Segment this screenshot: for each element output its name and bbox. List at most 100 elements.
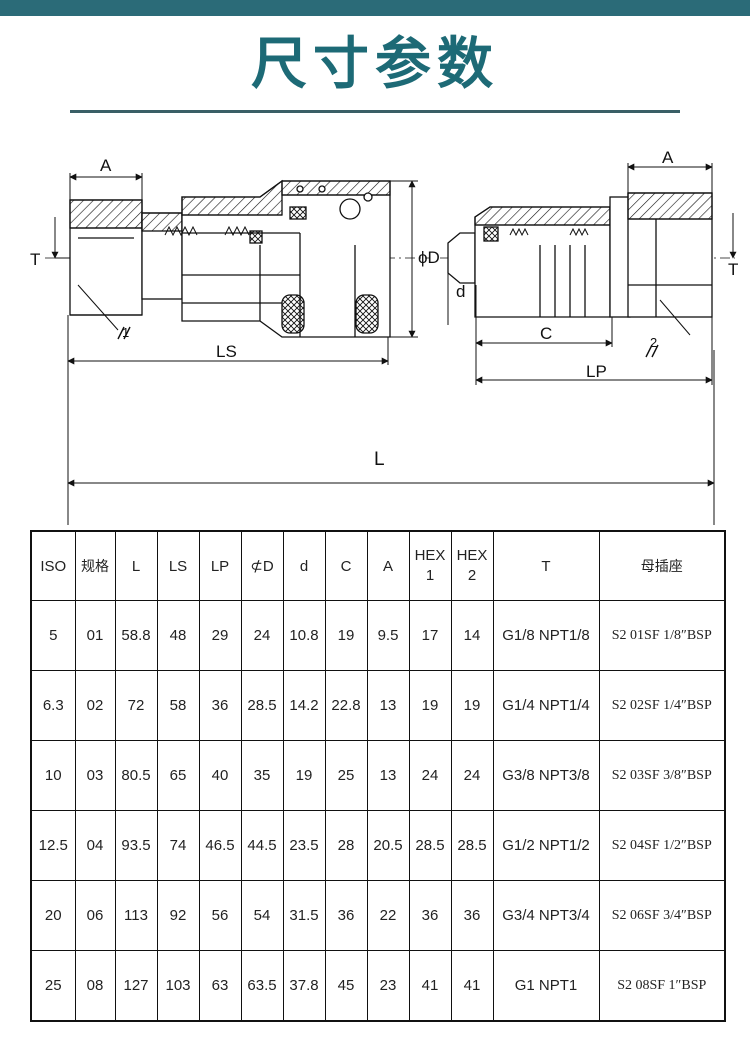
table-header-part: HEX [456, 547, 488, 564]
table-cell: S2 03SF 3/8″BSP [598, 740, 726, 811]
table-cell: G3/4 NPT3/4 [492, 880, 600, 951]
table-cell: 02 [74, 670, 116, 741]
table-cell: 31.5 [282, 880, 326, 951]
plug-drawing [440, 192, 735, 336]
table-cell: 20 [30, 880, 76, 951]
table-cell: S2 04SF 1/2″BSP [598, 810, 726, 881]
table-cell: 28 [324, 810, 368, 881]
table-cell: 63 [198, 950, 242, 1022]
table-header-cell: T [492, 530, 600, 601]
table-cell: S2 02SF 1/4″BSP [598, 670, 726, 741]
plug-hex-label: 2 [650, 335, 657, 350]
table-cell: 08 [74, 950, 116, 1022]
socket-drawing [45, 179, 430, 338]
table-cell: 13 [366, 740, 410, 811]
table-cell: G1 NPT1 [492, 950, 600, 1022]
table-cell: 37.8 [282, 950, 326, 1022]
table-cell: 35 [240, 740, 284, 811]
coupling-drawing: A T LS ϕD 1 [0, 125, 750, 525]
table-cell: 44.5 [240, 810, 284, 881]
table-cell: 45 [324, 950, 368, 1022]
table-header-cell: LS [156, 530, 200, 601]
table-cell: 22.8 [324, 670, 368, 741]
table-cell: 12.5 [30, 810, 76, 881]
coupling-drawing-svg: A T LS ϕD 1 [30, 148, 738, 525]
plug-dim-c-label: C [540, 324, 552, 343]
page-title: 尺寸参数 [251, 32, 499, 97]
table-cell: 63.5 [240, 950, 284, 1022]
table-cell: 40 [198, 740, 242, 811]
table-cell: 41 [450, 950, 494, 1022]
table-cell: 48 [156, 600, 200, 671]
table-cell: 65 [156, 740, 200, 811]
table-cell: 25 [324, 740, 368, 811]
table-header-cell: ⊄D [240, 530, 284, 601]
table-cell: 24 [450, 740, 494, 811]
table-cell: G1/4 NPT1/4 [492, 670, 600, 741]
table-cell: 20.5 [366, 810, 410, 881]
table-cell: 24 [408, 740, 452, 811]
table-header-part: 2 [467, 567, 477, 584]
plug-dim-lp-label: LP [586, 362, 607, 381]
plug-dim-t-label: T [728, 260, 738, 279]
table-cell: G1/8 NPT1/8 [492, 600, 600, 671]
table-header-cell: ISO [30, 530, 76, 601]
table-cell: 9.5 [366, 600, 410, 671]
table-cell: 127 [114, 950, 158, 1022]
table-cell: 03 [74, 740, 116, 811]
table-header-cell: LP [198, 530, 242, 601]
table-header-cell: HEX 1 [408, 530, 452, 601]
table-cell: G1/2 NPT1/2 [492, 810, 600, 881]
table-cell: 36 [450, 880, 494, 951]
table-cell: 103 [156, 950, 200, 1022]
table-cell: 17 [408, 600, 452, 671]
socket-dimensions [51, 173, 418, 525]
table-cell: 92 [156, 880, 200, 951]
table-cell: 28.5 [450, 810, 494, 881]
title-underline [70, 110, 680, 113]
table-cell: 19 [282, 740, 326, 811]
socket-dim-ls-label: LS [216, 342, 237, 361]
socket-hex-mark-icon [117, 326, 131, 340]
table-cell: 28.5 [408, 810, 452, 881]
socket-dim-d-label: ϕD [418, 248, 440, 267]
table-cell: 23.5 [282, 810, 326, 881]
table-cell: 80.5 [114, 740, 158, 811]
table-cell: S2 08SF 1″BSP [598, 950, 726, 1022]
socket-hex-label: 1 [122, 325, 129, 340]
table-cell: S2 06SF 3/4″BSP [598, 880, 726, 951]
table-cell: 22 [366, 880, 410, 951]
table-header-cell: 母插座 [598, 530, 726, 601]
table-cell: 14 [450, 600, 494, 671]
table-cell: 10.8 [282, 600, 326, 671]
table-header-cell: C [324, 530, 368, 601]
table-cell: 74 [156, 810, 200, 881]
table-header-cell: d [282, 530, 326, 601]
table-cell: 36 [198, 670, 242, 741]
table-cell: 5 [30, 600, 76, 671]
table-cell: 04 [74, 810, 116, 881]
table-cell: 113 [114, 880, 158, 951]
top-color-bar [0, 0, 750, 16]
table-cell: 24 [240, 600, 284, 671]
table-cell: 19 [324, 600, 368, 671]
overall-dimension [67, 350, 715, 525]
table-cell: 25 [30, 950, 76, 1022]
table-cell: 6.3 [30, 670, 76, 741]
table-cell: 41 [408, 950, 452, 1022]
table-cell: 10 [30, 740, 76, 811]
table-cell: G3/8 NPT3/8 [492, 740, 600, 811]
plug-dim-d-label: d [456, 282, 465, 301]
table-header-part: 1 [425, 567, 435, 584]
table-header-part: HEX [414, 547, 446, 564]
table-cell: 19 [408, 670, 452, 741]
table-cell: 23 [366, 950, 410, 1022]
table-cell: 56 [198, 880, 242, 951]
overall-dim-l-label: L [374, 449, 385, 470]
table-cell: 36 [408, 880, 452, 951]
